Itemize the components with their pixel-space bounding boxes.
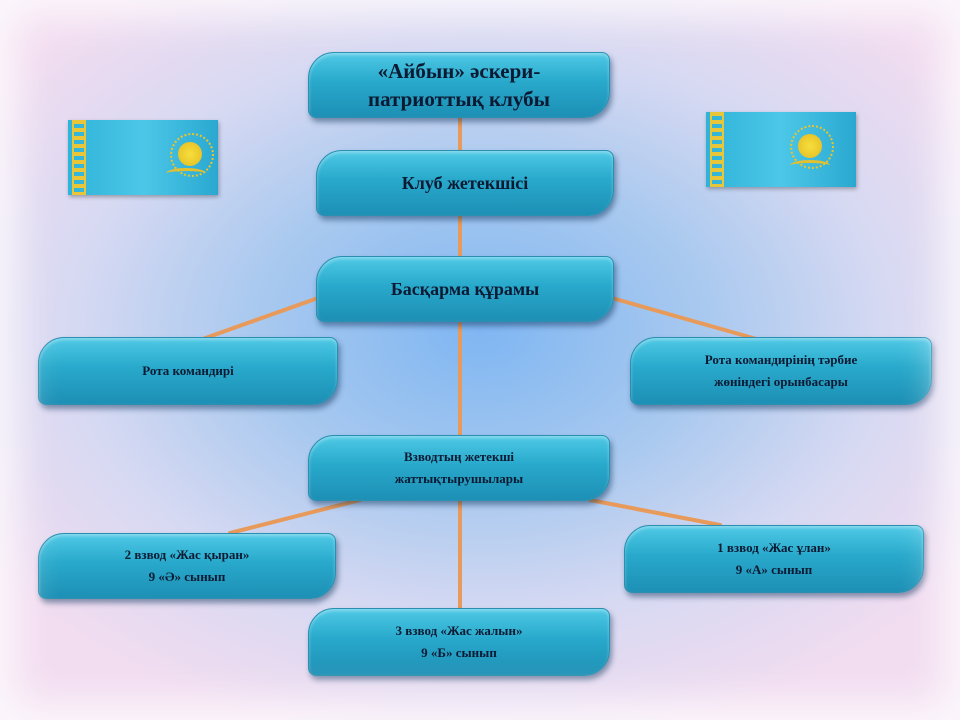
platoon3-box: 3 взвод «Жас жалын» 9 «Б» сынып <box>308 608 610 676</box>
eagle-icon <box>166 168 206 179</box>
board-box: Басқарма құрамы <box>316 256 614 322</box>
club-title-line2: патриоттық клубы <box>367 87 550 111</box>
eagle-icon <box>790 160 830 171</box>
club-leader-label: Клуб жетекшісі <box>401 172 529 193</box>
platoon3-line2: 9 «Б» сынып <box>421 645 497 660</box>
left-flag <box>68 120 218 195</box>
company-commander-label: Рота командирі <box>142 363 234 378</box>
club-title-box: «Айбын» әскери- патриоттық клубы <box>308 52 610 118</box>
line-board-deputy <box>610 296 762 342</box>
right-flag <box>706 112 856 187</box>
deputy-commander-box: Рота командирінің тәрбие жөніндегі орынб… <box>630 337 932 405</box>
flag-ornament <box>710 112 724 187</box>
platoon-leaders-line2: жаттықтырушылары <box>394 471 524 486</box>
board-label: Басқарма құрамы <box>390 278 540 299</box>
platoon3-line1: 3 взвод «Жас жалын» <box>395 623 523 638</box>
platoon-leaders-box: Взводтың жетекші жаттықтырушылары <box>308 435 610 501</box>
platoon-leaders-line1: Взводтың жетекші <box>403 449 515 464</box>
sun-icon <box>178 142 202 166</box>
sun-icon <box>798 134 822 158</box>
platoon2-box: 2 взвод «Жас қыран» 9 «Ә» сынып <box>38 533 336 599</box>
platoon2-line1: 2 взвод «Жас қыран» <box>124 547 250 562</box>
club-title-line1: «Айбын» әскери- <box>377 59 541 83</box>
deputy-line1: Рота командирінің тәрбие <box>704 352 858 367</box>
flag-ornament <box>72 120 86 195</box>
line-platoonleaders-platoon1 <box>588 498 722 527</box>
deputy-line2: жөніндегі орынбасары <box>714 374 848 389</box>
line-board-commander <box>198 296 320 342</box>
platoon1-line2: 9 «А» сынып <box>735 562 813 577</box>
platoon1-box: 1 взвод «Жас ұлан» 9 «А» сынып <box>624 525 924 593</box>
company-commander-box: Рота командирі <box>38 337 338 405</box>
line-platoonleaders-platoon2 <box>228 498 362 535</box>
club-leader-box: Клуб жетекшісі <box>316 150 614 216</box>
platoon2-line2: 9 «Ә» сынып <box>148 569 226 584</box>
platoon1-line1: 1 взвод «Жас ұлан» <box>717 540 831 555</box>
